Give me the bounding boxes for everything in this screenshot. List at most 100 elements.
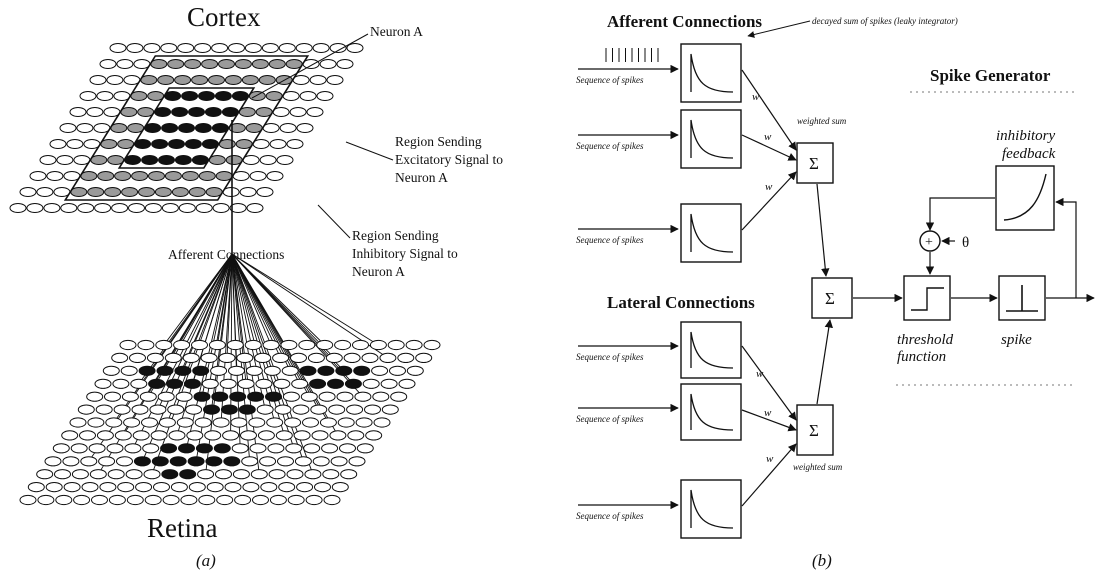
retina-receptor: [294, 456, 312, 467]
retina-receptor: [291, 378, 309, 389]
retina-receptor: [126, 494, 144, 506]
retina-receptor: [52, 443, 70, 454]
retina-receptor: [398, 378, 416, 389]
retina-receptor: [371, 365, 389, 376]
retina-receptor: [73, 494, 91, 506]
retina-receptor: [352, 339, 369, 351]
afferent-label: Afferent Connections: [168, 247, 284, 262]
cortex-neuron: [312, 43, 330, 53]
weight-label: w: [764, 407, 772, 419]
leaky-note-pointer: [747, 20, 811, 38]
sequence-of-spikes-label: Sequence of spikes: [576, 75, 644, 85]
retina-receptor: [346, 404, 364, 415]
retina-receptor: [132, 430, 150, 441]
retina-receptor: [286, 469, 304, 480]
sequence-of-spikes-label: Sequence of spikes: [576, 511, 644, 521]
cortex-neuron: [158, 155, 175, 165]
cortex-neuron: [77, 203, 95, 213]
excitatory-label-line1: Region Sending: [395, 134, 482, 149]
cortex-title: Cortex: [187, 2, 261, 32]
lateral-integrator-box: [680, 479, 742, 539]
retina-receptor: [284, 417, 302, 428]
retina-receptor: [116, 456, 133, 467]
afferent-connection-line: [231, 253, 379, 346]
cortex-neuron: [181, 171, 199, 181]
retina-receptor: [337, 417, 355, 428]
retina-receptor: [213, 443, 231, 454]
retina-receptor: [224, 482, 242, 493]
cortex-neuron: [160, 43, 178, 53]
retina-receptor: [343, 352, 361, 363]
retina-receptor: [187, 456, 205, 467]
retina-receptor: [193, 391, 211, 402]
retina-receptor: [179, 469, 197, 480]
cortex-neuron: [295, 43, 313, 53]
retina-receptor: [169, 456, 187, 467]
retina-receptor: [219, 378, 237, 389]
retina-receptor: [124, 443, 142, 454]
retina-receptor: [305, 494, 323, 506]
retina-receptor: [158, 417, 176, 428]
retina-receptor: [336, 391, 354, 402]
retina-receptor: [298, 339, 316, 351]
cortex-neuron: [76, 123, 94, 133]
retina-receptor: [231, 443, 249, 454]
retina-receptor: [330, 456, 348, 467]
retina-receptor: [280, 339, 298, 351]
retina-receptor: [397, 352, 415, 363]
cortex-neuron: [171, 107, 189, 117]
cortex-neuron: [178, 123, 195, 133]
retina-receptor: [232, 469, 250, 480]
sequence-of-spikes-label: Sequence of spikes: [576, 352, 644, 362]
retina-receptor: [248, 417, 266, 428]
retina-receptor: [137, 339, 155, 351]
retina-receptor: [150, 430, 168, 441]
retina-receptor: [108, 494, 126, 506]
retina-receptor: [300, 391, 318, 402]
cortex-neuron: [126, 43, 144, 53]
inhibitory-label-line1: Region Sending: [352, 228, 439, 243]
retina-receptor: [114, 430, 132, 441]
decay-curve-icon: [690, 119, 734, 159]
retina-receptor: [322, 469, 340, 480]
retina-receptor: [141, 417, 158, 428]
retina-receptor: [285, 443, 303, 454]
sequence-of-spikes-label: Sequence of spikes: [576, 235, 644, 245]
weighted-connection: [741, 409, 797, 432]
retina-receptor: [325, 352, 343, 363]
cortex-neuron: [269, 139, 287, 149]
retina-receptor: [205, 456, 223, 467]
retina-receptor: [86, 391, 104, 402]
retina-receptor: [292, 404, 310, 415]
afferent-integrator-box: [680, 109, 742, 169]
afferent-connection-line: [97, 253, 233, 475]
retina-receptor: [237, 378, 255, 389]
cortex-neuron: [258, 75, 276, 85]
retina-receptor: [389, 365, 406, 376]
cortex-neuron: [251, 59, 269, 69]
retina-receptor: [19, 494, 37, 506]
retina-receptor: [216, 494, 234, 506]
retina-receptor: [112, 378, 130, 389]
retina-receptor: [290, 352, 307, 363]
retina-receptor: [274, 404, 292, 415]
threshold-label-line1: threshold: [897, 332, 954, 348]
cortex-neuron: [244, 43, 262, 53]
cortex-neuron: [89, 75, 107, 85]
retina-receptor: [245, 365, 263, 376]
retina-receptor: [106, 443, 124, 454]
retina-receptor: [263, 365, 281, 376]
retina-receptor: [87, 417, 105, 428]
cortex-neuron: [279, 123, 297, 133]
cortex-neuron: [138, 187, 155, 197]
retina-receptor: [267, 443, 285, 454]
retina-receptor: [91, 494, 108, 506]
retina-receptor: [192, 365, 210, 376]
cortex-neuron: [174, 75, 192, 85]
excitatory-label-line2: Excitatory Signal to: [395, 152, 503, 167]
cortex-neuron: [261, 43, 279, 53]
retina-receptor: [229, 391, 247, 402]
retina-receptor: [174, 365, 192, 376]
cortex-neuron: [191, 75, 209, 85]
